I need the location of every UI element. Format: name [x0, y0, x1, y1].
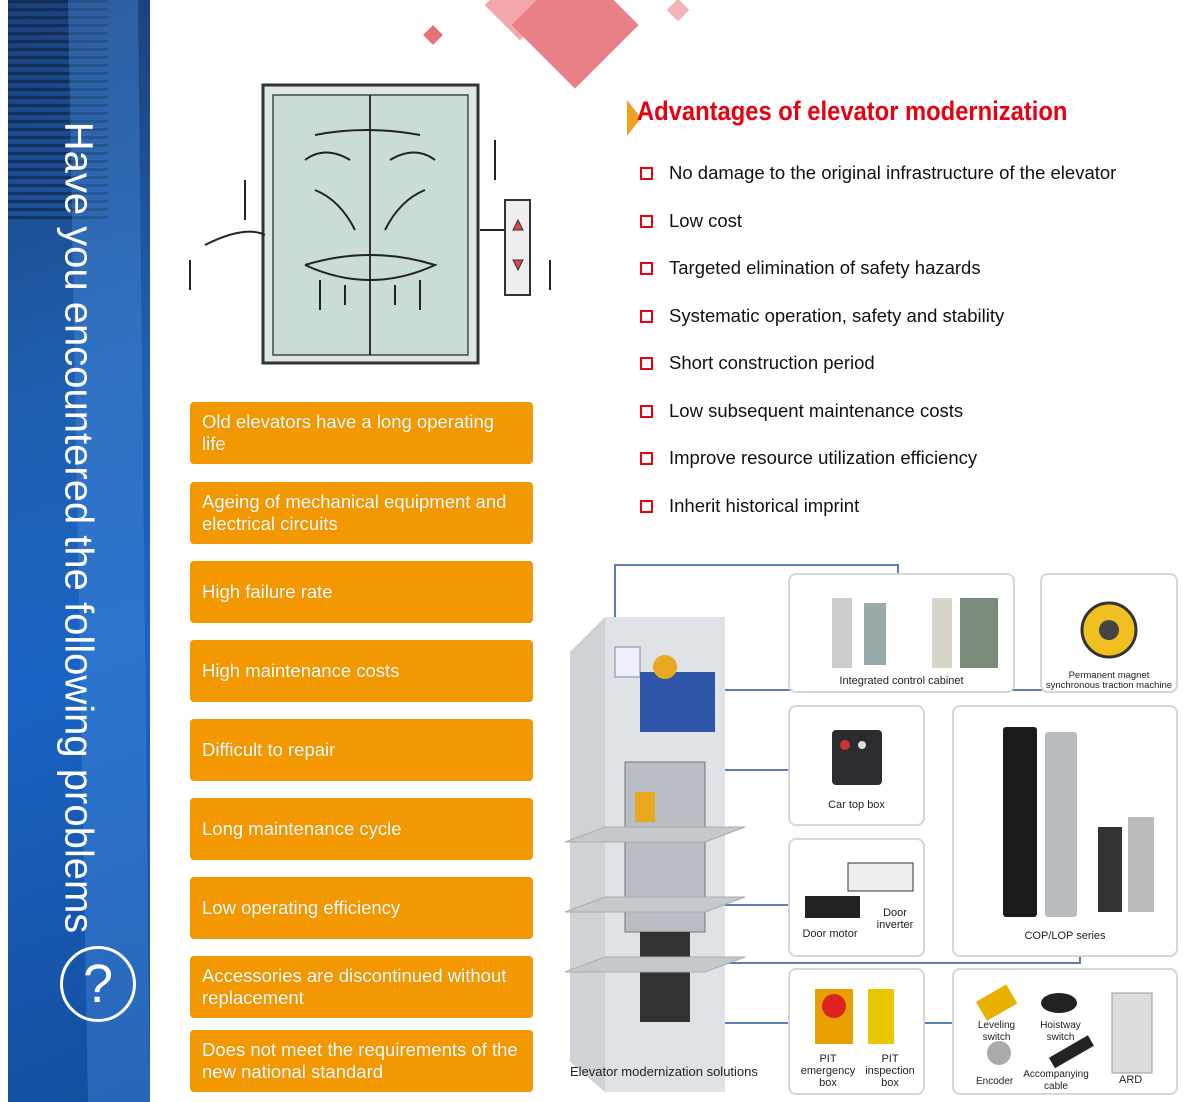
advantage-text: Systematic operation, safety and stabili… [669, 305, 1005, 326]
control-cabinet-card: Integrated control cabinet [788, 573, 1015, 693]
control-cabinet-label: Integrated control cabinet [839, 675, 964, 687]
advantages-title: Advantages of elevator modernization [637, 96, 1068, 126]
bullet-square-icon [640, 499, 653, 513]
traction-machine-image [1080, 601, 1138, 659]
car-top-box-image [831, 730, 882, 785]
pit-boxes-image [815, 989, 894, 1044]
decor-diamond [666, 0, 690, 22]
leveling-switch-label: Leveling switch [977, 1020, 1016, 1043]
old-elevator-sketch [189, 83, 551, 365]
sidebar-banner: Have you encountered the following probl… [8, 0, 150, 1102]
advantage-text: Targeted elimination of safety hazards [669, 257, 981, 278]
solutions-caption: Elevator modernization solutions [570, 1064, 758, 1079]
advantage-text: Low cost [669, 210, 743, 231]
advantage-item: No damage to the original infrastructure… [640, 162, 1116, 184]
title-triangle-icon [627, 100, 641, 136]
ard-label: ARD [1119, 1074, 1143, 1086]
bullet-square-icon [640, 309, 653, 323]
problem-item: High failure rate [190, 561, 533, 623]
pit-card: PIT emergency box PIT inspection box [788, 968, 925, 1095]
advantage-item: Inherit historical imprint [640, 495, 859, 517]
accompanying-cable-label: Accompanying cable [1023, 1069, 1089, 1092]
door-motor-label: Door motor [802, 928, 858, 940]
bullet-square-icon [640, 404, 653, 418]
door-system-card: Door motor Door inverter [788, 838, 925, 957]
bullet-square-icon [640, 261, 653, 275]
advantage-item: Improve resource utilization efficiency [640, 447, 977, 469]
bullet-square-icon [640, 451, 653, 465]
problem-item: Difficult to repair [190, 719, 533, 781]
problem-item: Long maintenance cycle [190, 798, 533, 860]
traction-machine-card: Permanent magnet synchronous traction ma… [1040, 573, 1178, 693]
advantage-text: No damage to the original infrastructure… [669, 162, 1117, 183]
encoder-label: Encoder [976, 1076, 1014, 1087]
door-inverter-label: Door inverter [876, 907, 914, 931]
pit-inspection-label: PIT inspection box [865, 1053, 915, 1089]
car-top-box-card: Car top box [788, 705, 925, 826]
pit-emergency-label: PIT emergency box [800, 1053, 856, 1089]
advantage-text: Low subsequent maintenance costs [669, 400, 964, 421]
elevator-shaft-illustration [565, 617, 746, 1092]
bullet-square-icon [640, 166, 653, 180]
advantage-item: Targeted elimination of safety hazards [640, 257, 981, 279]
sidebar-title: Have you encountered the following probl… [56, 121, 101, 934]
hoistway-switch-label: Hoistway switch [1040, 1020, 1081, 1043]
question-icon: ? [60, 946, 136, 1022]
control-cabinet-image [831, 598, 998, 668]
advantage-text: Improve resource utilization efficiency [669, 447, 978, 468]
problem-item: Low operating efficiency [190, 877, 533, 939]
problem-item: Old elevators have a long operating life [190, 402, 533, 464]
bullet-square-icon [640, 214, 653, 228]
door-system-image [805, 862, 914, 918]
problem-item: Accessories are discontinued without rep… [190, 956, 533, 1018]
decor-diamond [511, 0, 639, 89]
decor-diamond [423, 25, 443, 45]
advantage-item: Systematic operation, safety and stabili… [640, 305, 1004, 327]
advantage-item: Low cost [640, 210, 742, 232]
problem-item: Does not meet the requirements of the ne… [190, 1030, 533, 1092]
advantage-item: Low subsequent maintenance costs [640, 400, 963, 422]
problem-item: Ageing of mechanical equipment and elect… [190, 482, 533, 544]
car-top-box-label: Car top box [828, 799, 885, 811]
cop-lop-image [1003, 727, 1154, 917]
advantage-text: Inherit historical imprint [669, 495, 860, 516]
cop-lop-label: COP/LOP series [1024, 930, 1106, 942]
components-image [976, 984, 1153, 1074]
cop-lop-card: COP/LOP series [952, 705, 1178, 957]
problem-item: High maintenance costs [190, 640, 533, 702]
advantage-text: Short construction period [669, 352, 875, 373]
traction-machine-label: Permanent magnet synchronous traction ma… [1045, 670, 1173, 691]
components-card: Leveling switch Hoistway switch Encoder … [952, 968, 1178, 1095]
bullet-square-icon [640, 356, 653, 370]
advantage-item: Short construction period [640, 352, 875, 374]
